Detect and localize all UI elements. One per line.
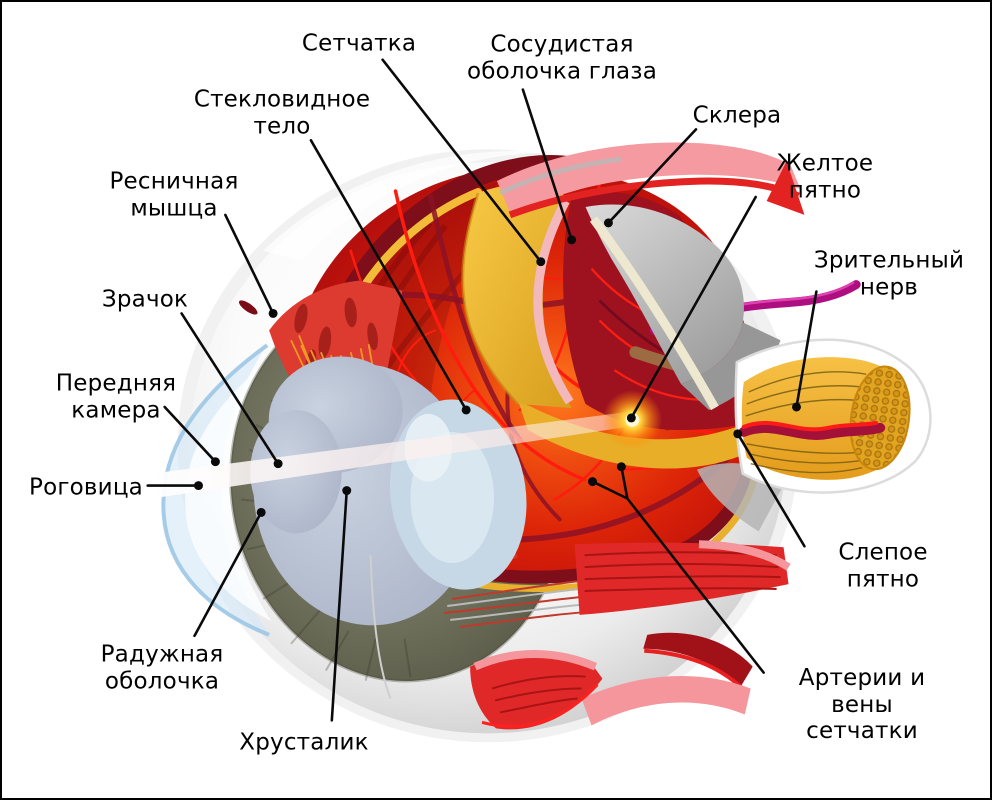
leader-lens	[330, 486, 352, 722]
retina-flap	[461, 184, 574, 408]
leader-retina	[381, 58, 546, 267]
sclera-seam	[369, 555, 392, 699]
label-blind-spot: Слепое пятно	[838, 539, 928, 592]
leader-optic-nerve	[792, 290, 818, 412]
sclera-flap	[585, 204, 781, 411]
leader-retinal-vessels	[588, 462, 765, 674]
leader-macula	[626, 195, 757, 423]
leader-iris	[193, 507, 266, 638]
label-ciliary-muscle: Ресничная мышца	[109, 168, 239, 221]
light-beam	[151, 411, 628, 499]
choroid-gold-band-lower	[517, 400, 745, 469]
leader-vitreous-body	[309, 139, 471, 415]
label-retinal-vessels: Артерии и вены сетчатки	[798, 664, 926, 745]
label-anterior-chamber: Передняя камера	[55, 370, 177, 423]
leader-anterior-chamber	[163, 405, 220, 467]
label-sclera: Склера	[692, 102, 782, 129]
superior-muscle	[496, 142, 805, 219]
label-iris: Радужная оболочка	[100, 641, 224, 694]
sclera-top-highlight	[263, 150, 560, 261]
leader-sclera	[603, 128, 698, 228]
label-pupil: Зрачок	[101, 286, 189, 313]
label-choroid: Сосудистая оболочка глаза	[467, 31, 657, 84]
cornea	[161, 343, 272, 637]
label-lens: Хрусталик	[239, 729, 369, 756]
inferior-muscles	[470, 540, 791, 730]
leader-cornea	[146, 481, 203, 491]
leader-pupil	[180, 312, 283, 469]
leader-ciliary-muscle	[224, 213, 278, 318]
optic-nerve-shape	[734, 338, 932, 494]
label-vitreous-body: Стекловидное тело	[193, 86, 371, 139]
leader-choroid	[521, 88, 577, 245]
label-optic-nerve: Зрительный нерв	[813, 247, 965, 300]
label-macula: Желтое пятно	[776, 150, 874, 203]
blood-mark-top	[238, 300, 258, 315]
label-cornea: Роговица	[29, 474, 143, 501]
label-retina: Сетчатка	[301, 30, 417, 57]
leader-blind-spot	[733, 429, 806, 548]
